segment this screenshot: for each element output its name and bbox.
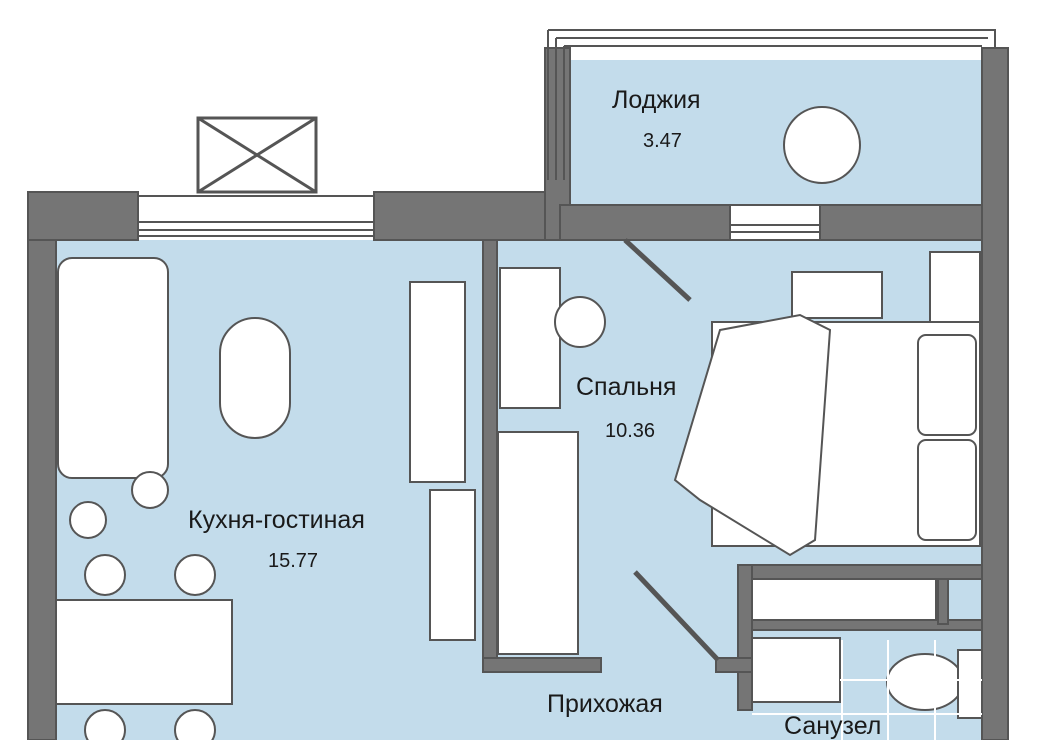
room-label-hallway: Прихожая [547,690,663,718]
room-label-bedroom: Спальня [576,373,677,401]
room-label-bathroom: Санузел [784,712,882,740]
bathroom-tiles [752,640,982,740]
room-area-bedroom: 10.36 [605,420,656,442]
room-area-kitchen-living: 15.77 [268,550,319,572]
room-label-loggia: Лоджия [612,86,701,114]
doors [623,238,720,662]
room-label-kitchen-living: Кухня-гостиная [188,506,365,534]
room-area-loggia: 3.47 [643,130,682,152]
loggia-railing [547,29,996,180]
furniture [55,106,983,740]
ventilation-box [196,116,318,194]
windows [137,195,821,241]
